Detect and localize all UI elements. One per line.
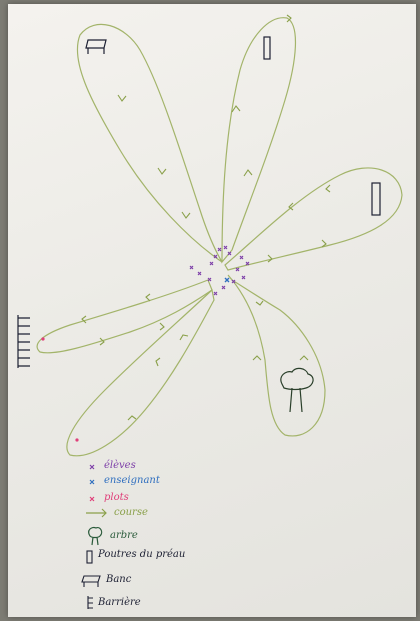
course-loops xyxy=(37,18,402,456)
legend-barriere: Barrière xyxy=(98,597,141,608)
poutre-icon xyxy=(372,183,380,215)
legend-symbols xyxy=(82,465,106,609)
loop-beam-top xyxy=(222,18,295,262)
enseignant-mark xyxy=(225,278,229,282)
legend-poutres: Poutres du préau xyxy=(98,549,185,560)
plot-dot xyxy=(75,438,78,441)
banc-icon xyxy=(86,40,106,54)
legend-arbre: arbre xyxy=(110,530,138,541)
arbre-icon xyxy=(281,368,313,412)
eleves-marks xyxy=(190,246,249,295)
legend-enseignant: enseignant xyxy=(104,475,160,486)
poutre-icon xyxy=(264,37,270,59)
loop-barrier xyxy=(37,280,212,353)
loop-bench xyxy=(77,24,222,262)
barriere-icon xyxy=(18,315,30,368)
loop-tree xyxy=(228,275,325,436)
plot-dot xyxy=(41,337,44,340)
legend-banc: Banc xyxy=(106,574,131,585)
legend-eleves: élèves xyxy=(104,460,136,471)
legend-plots: plots xyxy=(104,492,129,503)
legend-course: course xyxy=(114,507,148,518)
direction-arrows xyxy=(82,15,330,420)
loop-plot xyxy=(67,290,214,456)
